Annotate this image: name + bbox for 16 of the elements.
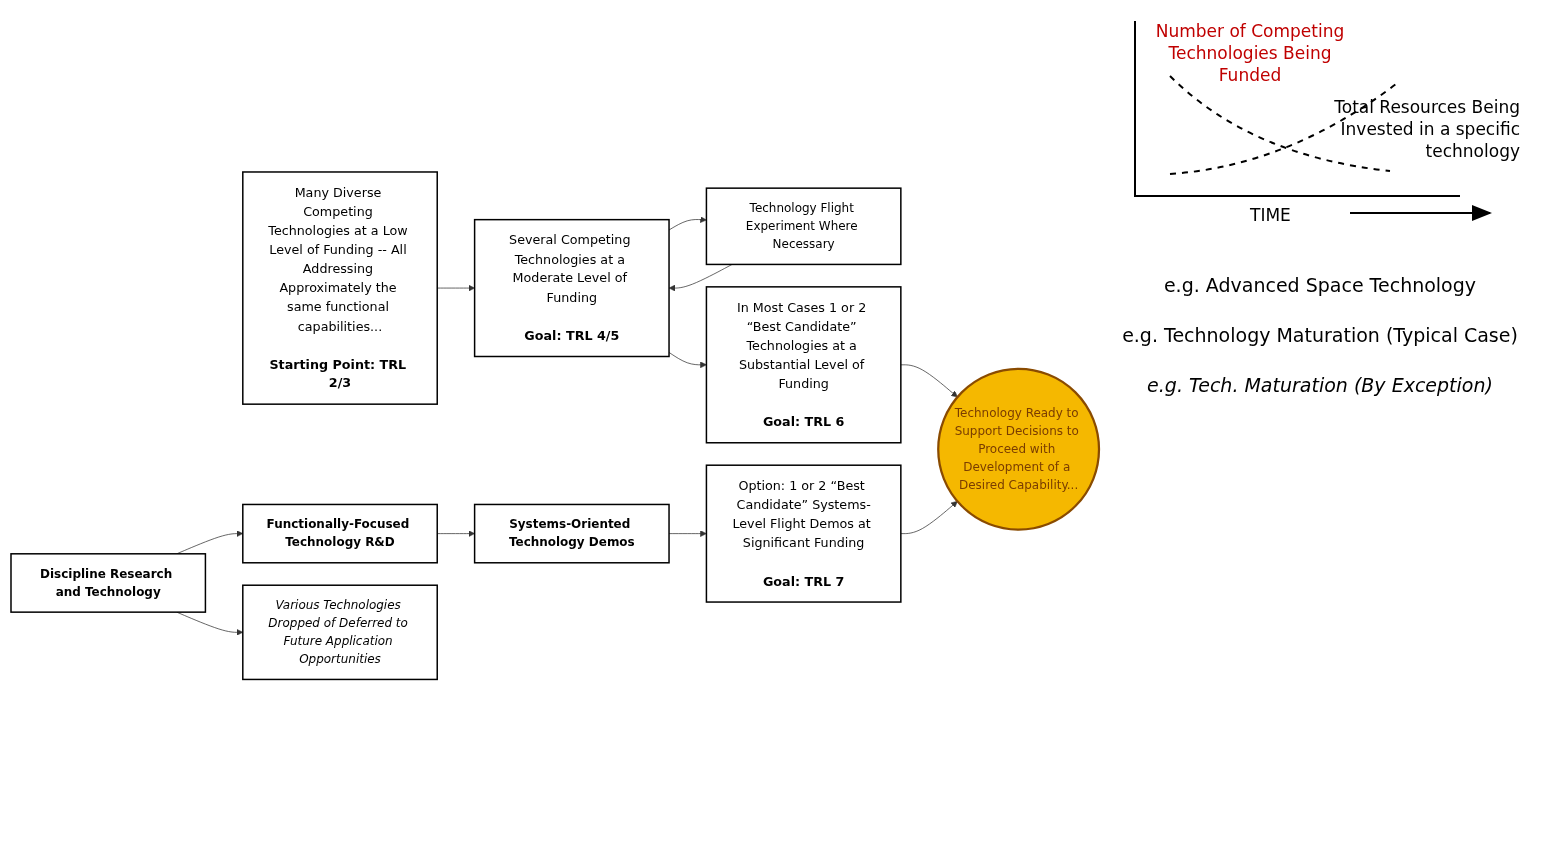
chart-label: Total Resources Being Invested in a specific technology bbox=[1333, 96, 1520, 163]
node-box: Functionally-Focused Technology R&D bbox=[242, 503, 438, 564]
node-box: Option: 1 or 2 “Best Candidate” Systems-Level Flight Demos at Significant Funding Goal: TRL 7 bbox=[705, 464, 902, 603]
node-box: Systems-Oriented Technology Demos bbox=[473, 503, 670, 564]
range-label: e.g. Technology Maturation (Typical Case) bbox=[1121, 324, 1519, 346]
axis-label: TIME bbox=[1250, 204, 1291, 227]
node-box: Technology Flight Experiment Where Necessary bbox=[705, 187, 902, 265]
range-label: e.g. Tech. Maturation (By Exception) bbox=[1146, 374, 1494, 396]
range-label: e.g. Advanced Space Technology bbox=[1162, 274, 1478, 296]
node-box: Several Competing Technologies at a Moderate Level of Funding Goal: TRL 4/5 bbox=[473, 218, 670, 358]
node-box: Various Technologies Dropped of Deferred to Future Application Opportunities bbox=[242, 584, 438, 680]
chart-label: Number of Competing Technologies Being Funded bbox=[1154, 20, 1346, 87]
node-box: Discipline Research and Technology bbox=[10, 552, 207, 613]
node-box: In Most Cases 1 or 2 “Best Candidate” Technologies at a Substantial Level of Funding Goal: TRL 6 bbox=[705, 285, 902, 444]
node-box: Many Diverse Competing Technologies at a Low Level of Funding -- All Addressing Approximately the same functional capabilities... Starting Point: TRL 2/3 bbox=[242, 171, 438, 405]
node-circle: Technology Ready to Support Decisions to Proceed with Development of a Desired Capability... bbox=[937, 367, 1101, 531]
